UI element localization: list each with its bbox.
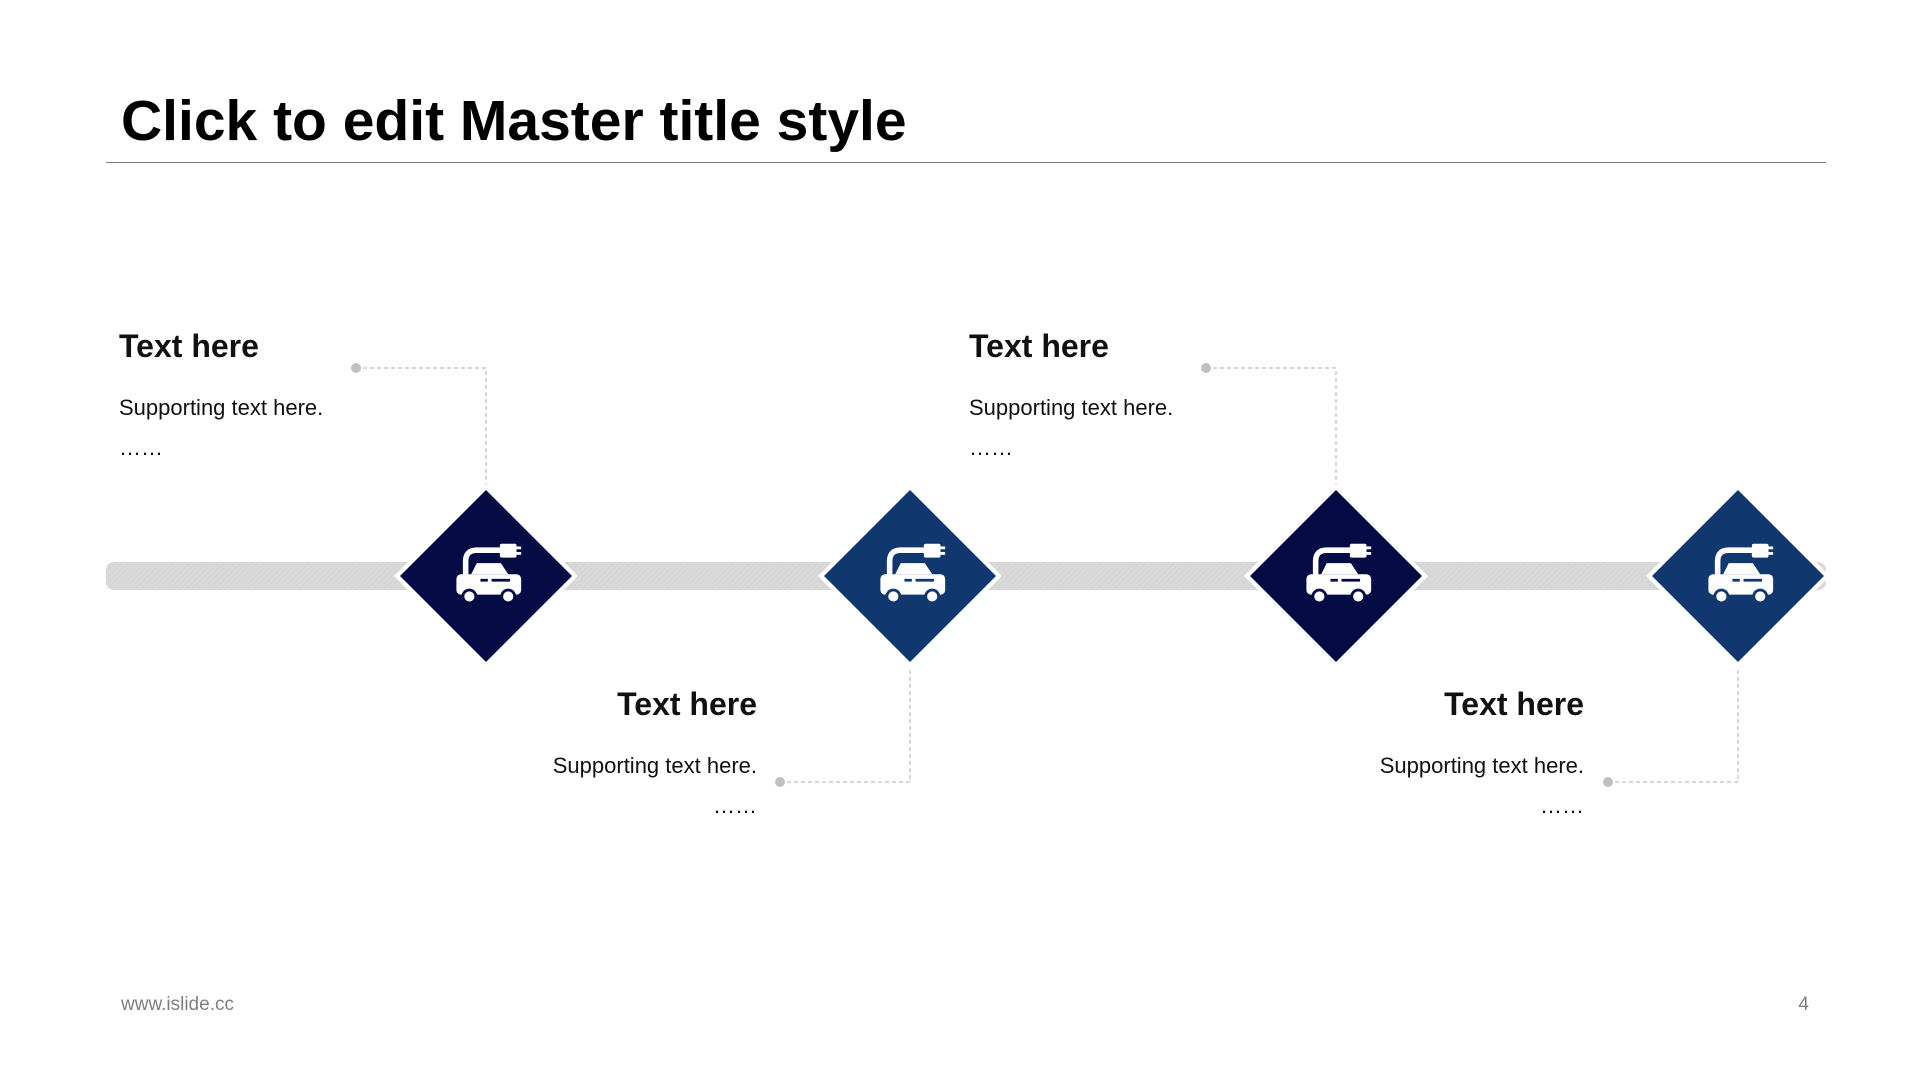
connector-dot-4 xyxy=(1603,777,1613,787)
milestone-2-title[interactable]: Text here xyxy=(617,686,757,722)
footer-url: www.islide.cc xyxy=(121,994,234,1015)
milestone-diamond-2 xyxy=(818,484,1002,668)
milestone-diamond-4 xyxy=(1646,484,1830,668)
connector-dot-1 xyxy=(351,363,361,373)
connector-dot-3 xyxy=(1201,363,1211,373)
milestone-3-dots: …… xyxy=(969,435,1013,460)
milestone-diamond-3 xyxy=(1244,484,1428,668)
milestone-4-dots: …… xyxy=(1540,793,1584,818)
title-divider xyxy=(106,162,1826,163)
connector-3 xyxy=(1206,367,1337,490)
page-title[interactable]: Click to edit Master title style xyxy=(121,89,907,153)
connector-4 xyxy=(1608,663,1739,783)
connector-2 xyxy=(780,663,911,783)
milestone-1-text[interactable]: Supporting text here. xyxy=(119,395,324,420)
milestone-1-title[interactable]: Text here xyxy=(119,328,259,364)
milestone-4-text[interactable]: Supporting text here. xyxy=(1379,753,1584,778)
page-number: 4 xyxy=(1798,994,1809,1015)
milestone-1-dots: …… xyxy=(119,435,163,460)
connector-dot-2 xyxy=(775,777,785,787)
milestone-3-text[interactable]: Supporting text here. xyxy=(969,395,1174,420)
milestone-3-title[interactable]: Text here xyxy=(969,328,1109,364)
milestone-diamond-1 xyxy=(394,484,578,668)
connector-1 xyxy=(356,367,487,490)
milestone-4-title[interactable]: Text here xyxy=(1444,686,1584,722)
milestone-2-dots: …… xyxy=(713,793,757,818)
milestone-2-text[interactable]: Supporting text here. xyxy=(552,753,757,778)
